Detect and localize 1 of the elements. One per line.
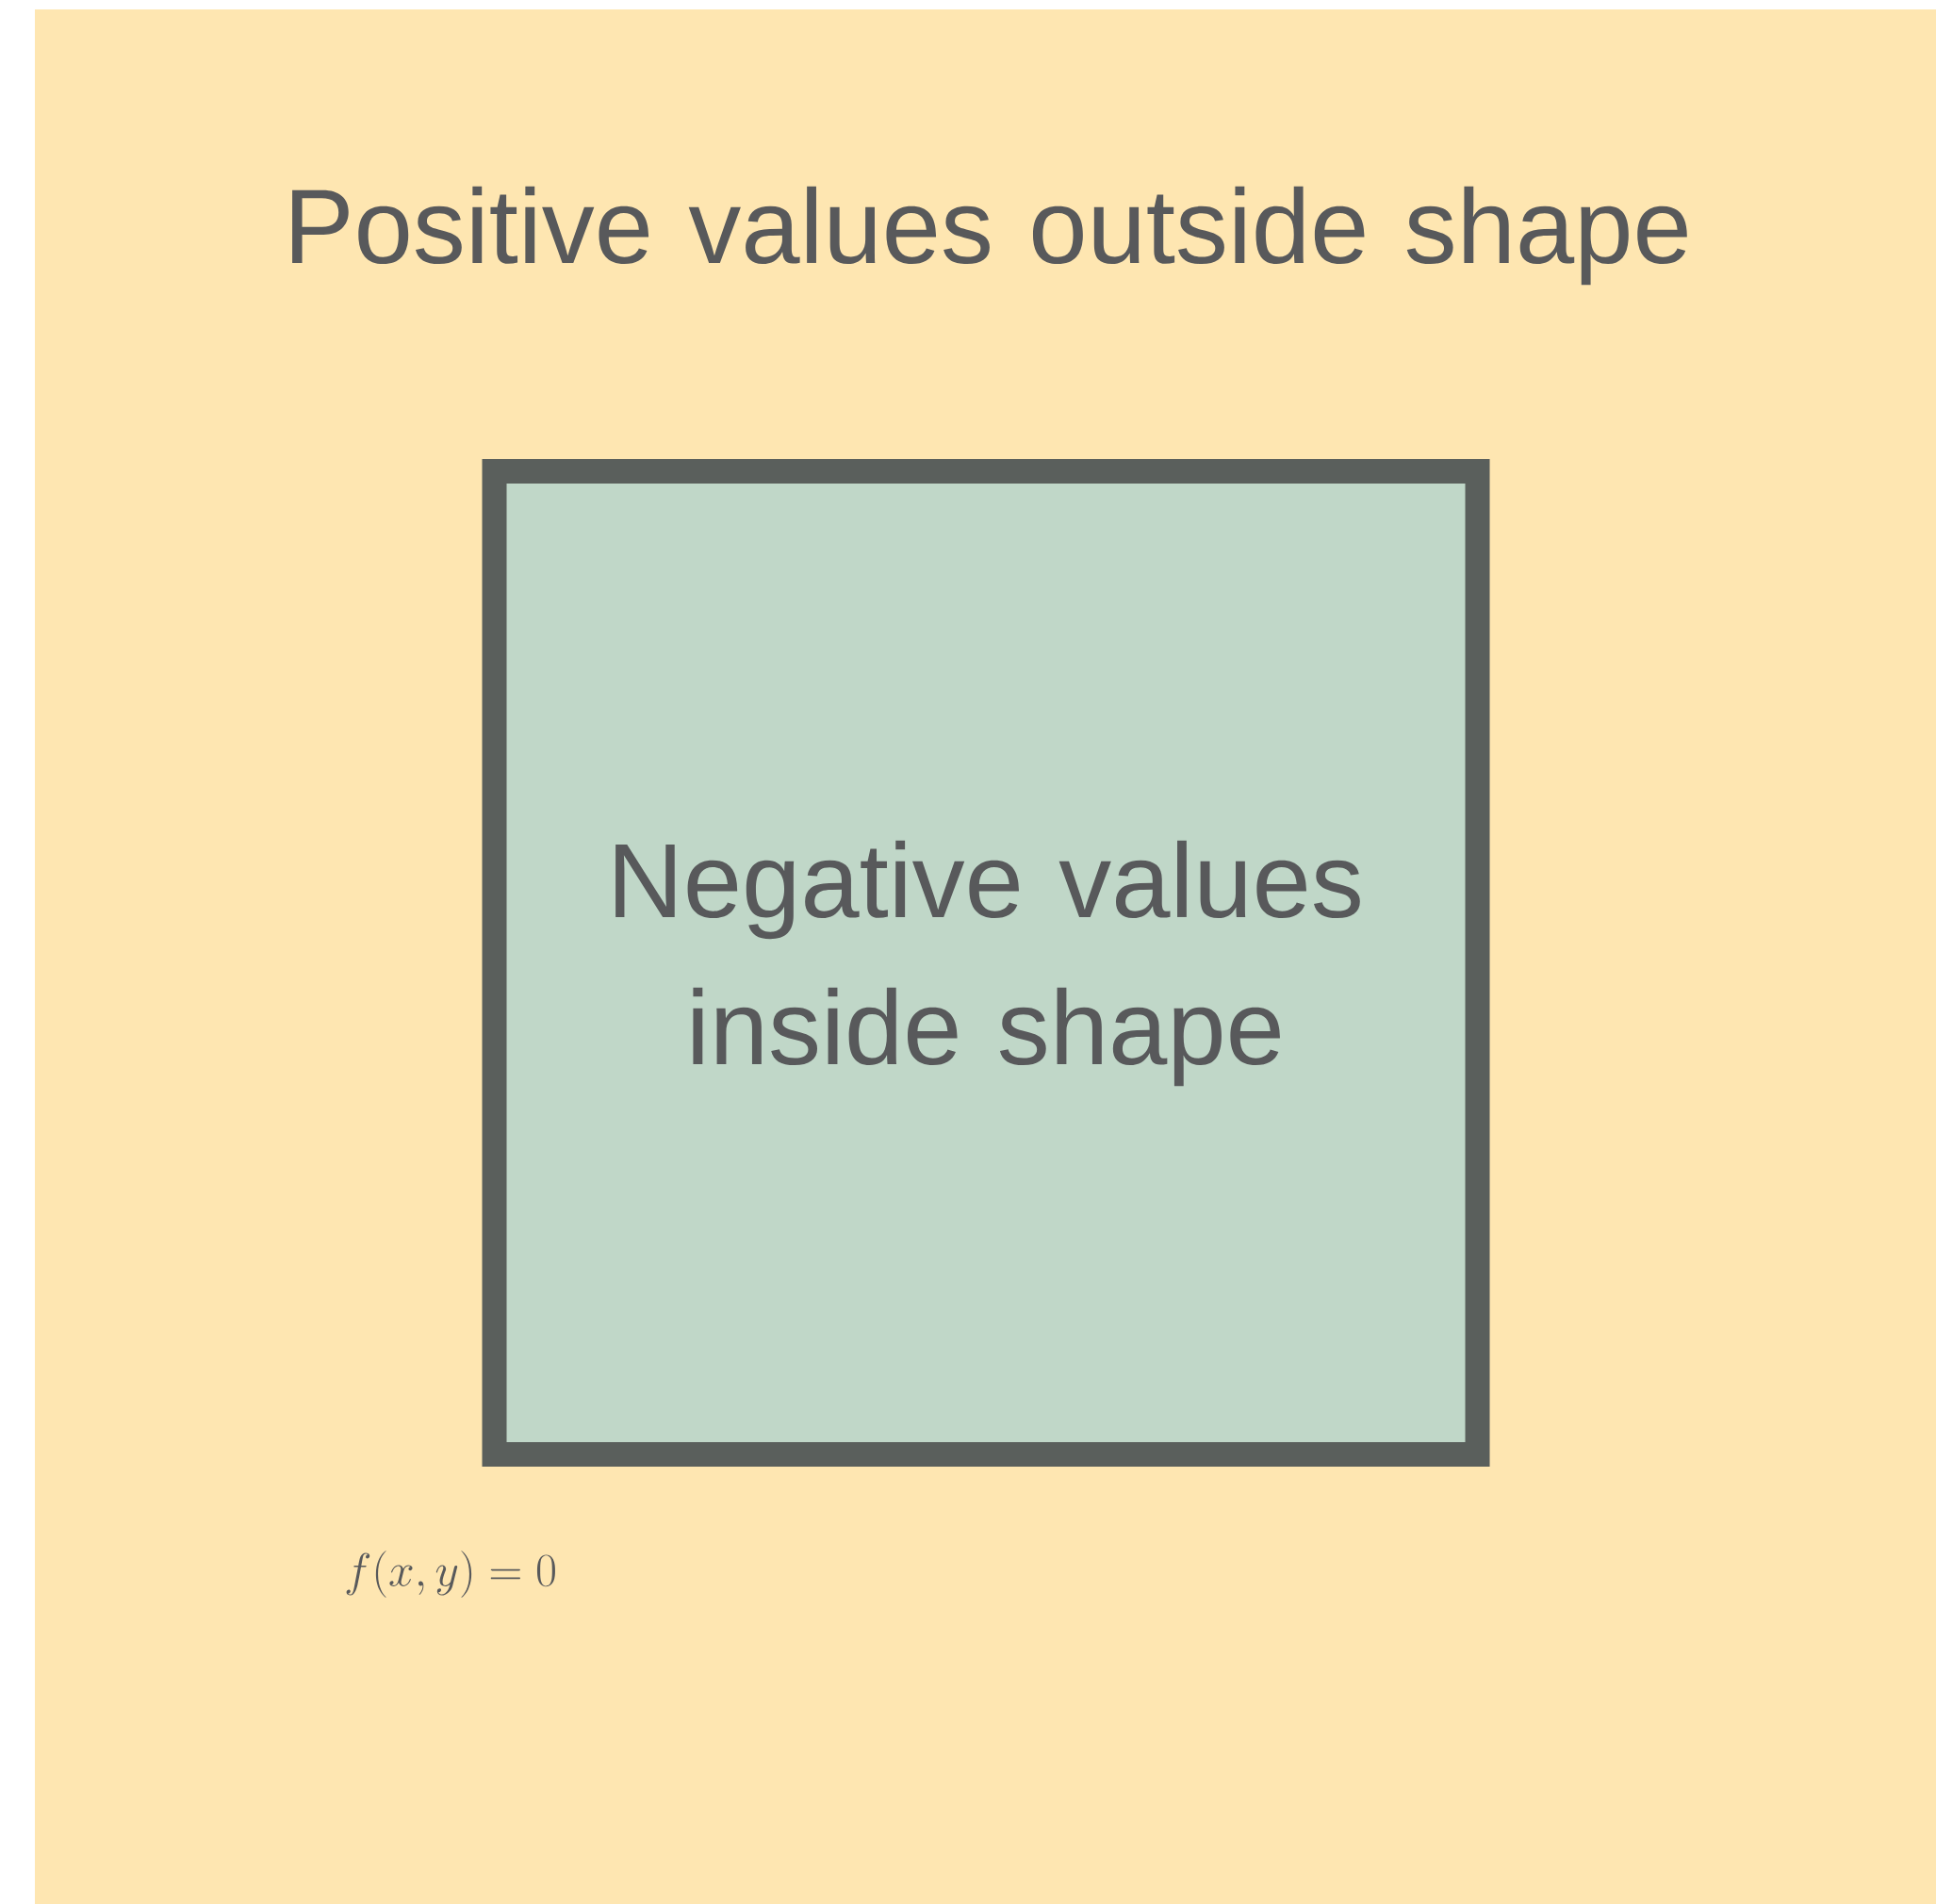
equation: $f(x, y) = 0$ [346, 1551, 555, 1598]
